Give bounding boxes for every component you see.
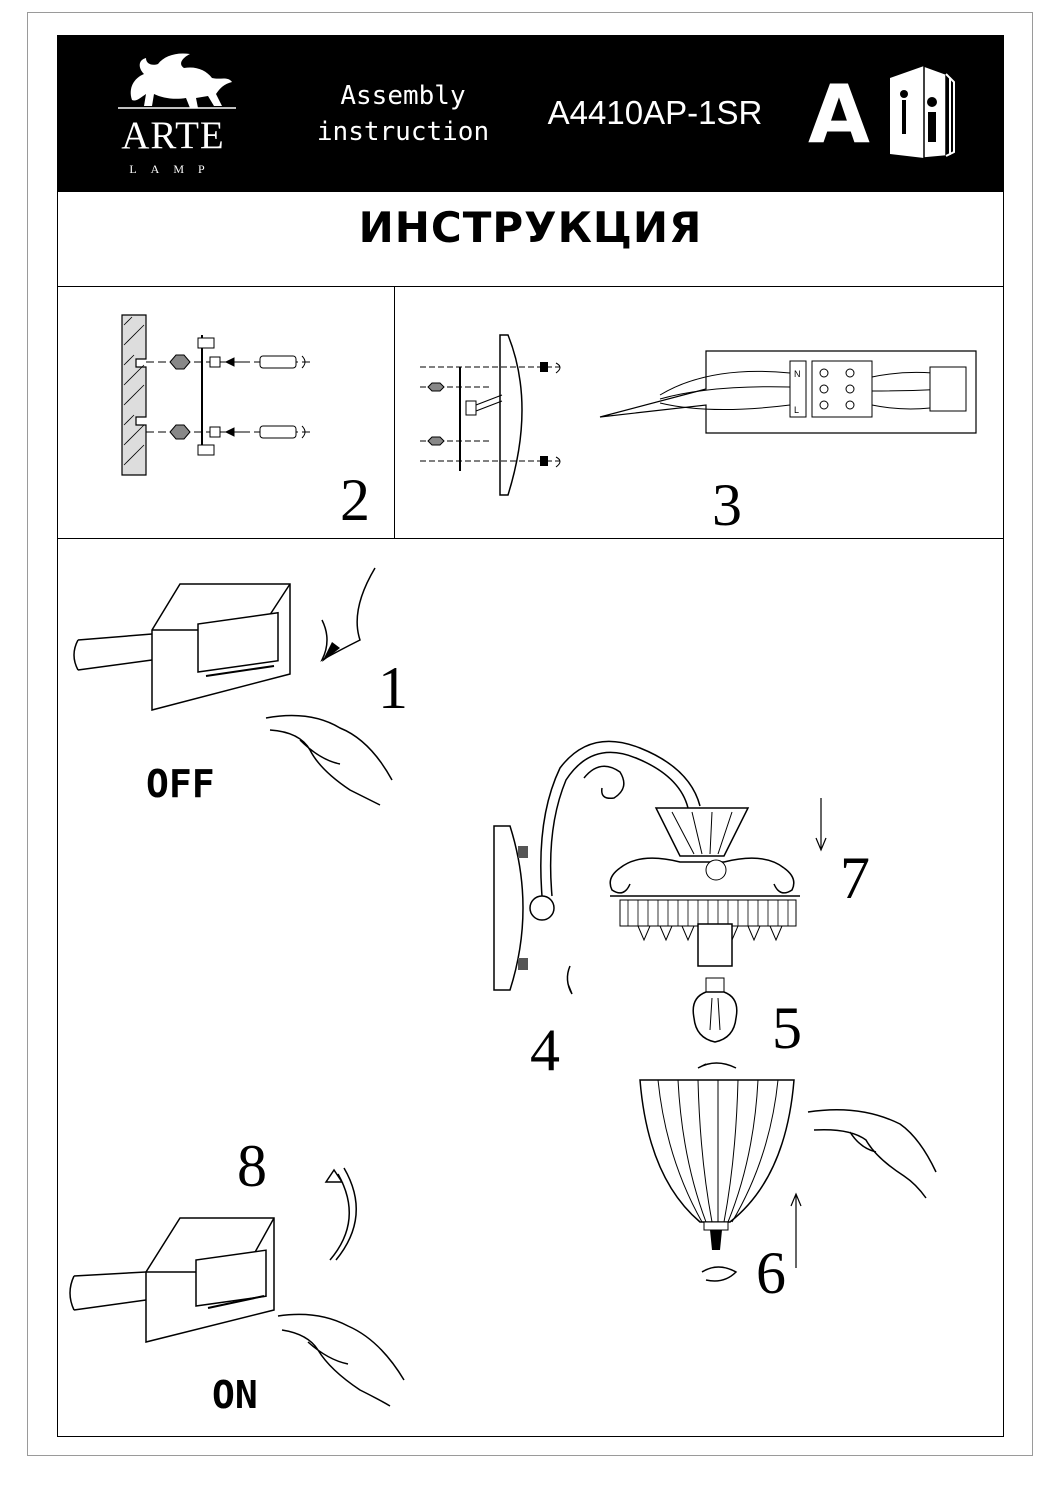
step2-wall-mount-illustration xyxy=(121,314,310,476)
step-number-6: 6 xyxy=(756,1240,786,1306)
manual-info-icon xyxy=(890,64,955,159)
step-number-3: 3 xyxy=(712,472,742,538)
document-type: Assembly instruction xyxy=(316,81,490,147)
divider-steps xyxy=(57,538,1004,539)
page-border xyxy=(27,12,1033,1456)
step-number-5: 5 xyxy=(772,995,802,1061)
terminal-n-label: N xyxy=(794,369,801,379)
divider-header xyxy=(57,191,1004,192)
divider-title xyxy=(57,286,1004,287)
step-number-1: 1 xyxy=(378,655,408,721)
terminal-l-label: L xyxy=(794,405,799,415)
model-number: A4410AP-1SR xyxy=(547,94,763,131)
switch-off-label: OFF xyxy=(146,762,215,806)
griffin-logo-icon xyxy=(118,53,236,109)
step-number-7: 7 xyxy=(840,845,870,911)
step-number-8: 8 xyxy=(237,1133,267,1199)
step-number-2: 2 xyxy=(340,467,370,533)
header-bar xyxy=(57,35,1004,192)
lamp-assembly-illustration xyxy=(493,740,937,1282)
divider-vertical xyxy=(394,286,395,538)
step8-switch-on-illustration xyxy=(69,1167,405,1407)
step3-wiring-illustration: N L xyxy=(420,334,977,496)
switch-on-label: ON xyxy=(212,1373,258,1417)
brand-subtitle: LAMP xyxy=(129,162,219,176)
step1-switch-off-illustration xyxy=(73,567,393,806)
step-number-4: 4 xyxy=(530,1017,560,1083)
brand-name: ARTE xyxy=(121,114,225,157)
page-title: ИНСТРУКЦИЯ xyxy=(358,203,703,252)
section-letter: A xyxy=(808,68,870,161)
